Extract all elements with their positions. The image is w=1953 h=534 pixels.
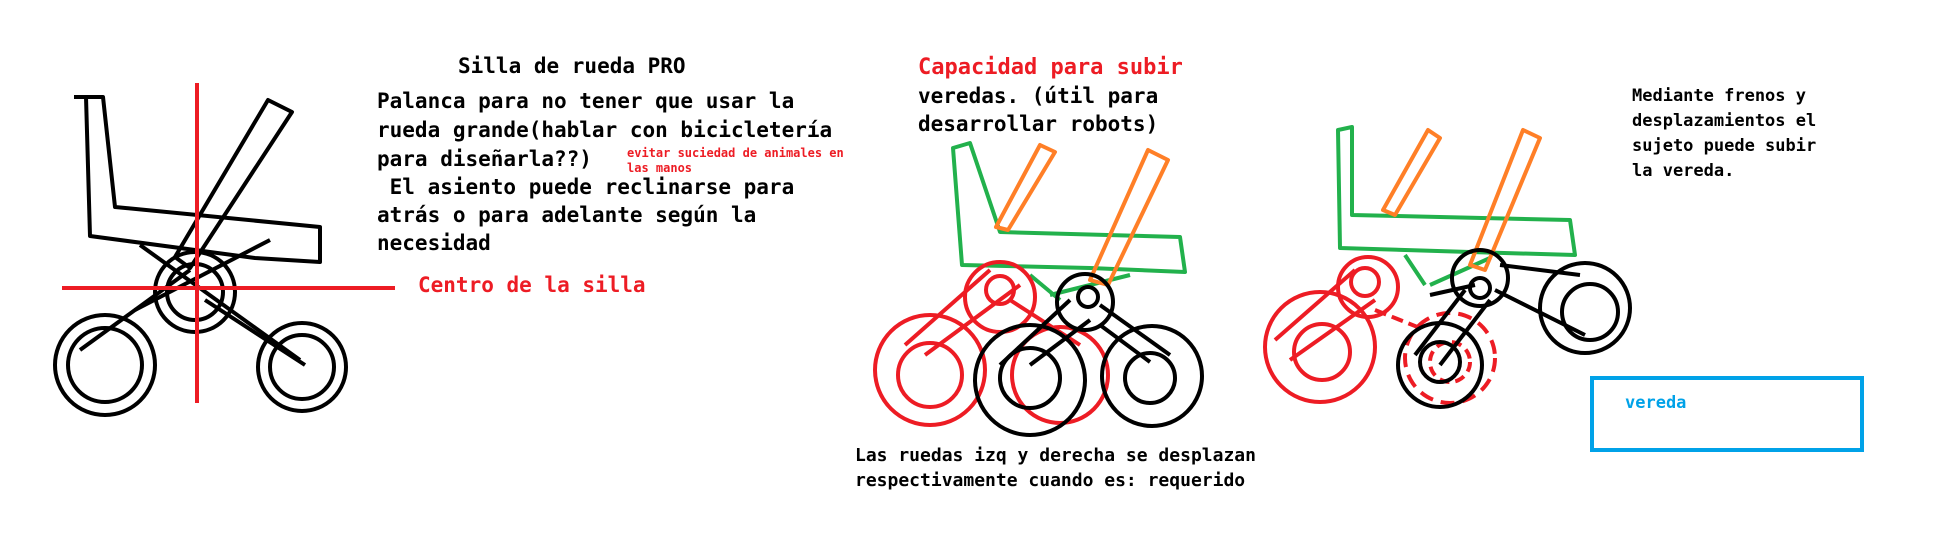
orange-handle-2 xyxy=(1468,128,1542,272)
wheels-note-line-1: Las ruedas izq y derecha se desplazan xyxy=(855,445,1256,466)
black-mid-wheel-outer xyxy=(973,323,1087,437)
red-strut xyxy=(1288,298,1377,362)
brakes-note-line-3: sujeto puede subir xyxy=(1632,136,1817,156)
red-mid-wheel-dashed xyxy=(1403,311,1497,405)
red-strut xyxy=(1273,268,1357,342)
small-note-line-2: las manos xyxy=(627,161,693,175)
chair-backrest-seat-outline xyxy=(74,95,322,264)
black-strut xyxy=(1494,288,1586,337)
red-front-wheel-outer xyxy=(873,313,987,427)
frame-strut xyxy=(203,298,307,367)
black-mid-wheel-inner xyxy=(1418,340,1462,384)
capacity-line-1: veredas. (útil para xyxy=(918,84,1159,108)
black-pivot-wheel xyxy=(1450,248,1510,308)
small-note-line-1: evitar suciedad de animales en xyxy=(627,146,844,160)
black-strut xyxy=(1499,263,1581,277)
black-strut xyxy=(1429,283,1476,297)
black-strut xyxy=(1098,303,1172,357)
black-strut xyxy=(1098,323,1152,364)
green-chair-frame xyxy=(951,141,1187,274)
red-front-wheel-inner xyxy=(896,341,964,409)
orange-handle-1 xyxy=(994,143,1057,232)
red-front-wheel-inner xyxy=(1292,322,1352,382)
brakes-note-line-4: la vereda. xyxy=(1632,161,1735,181)
orange-handle-2 xyxy=(1088,148,1170,287)
red-mid-wheel xyxy=(1010,325,1110,425)
lever-note-line-2: rueda grande(hablar con bicicletería xyxy=(377,118,833,142)
push-handle-outline xyxy=(173,98,294,270)
capacity-title: Capacidad para subir xyxy=(918,55,1183,80)
frame-strut xyxy=(78,268,192,352)
green-chair-frame xyxy=(1336,125,1577,257)
red-strut-dashed xyxy=(1374,308,1426,332)
black-rear-wheel-inner xyxy=(1123,351,1177,405)
red-wheel-set xyxy=(1263,255,1497,405)
black-pivot-hub xyxy=(1468,276,1492,300)
left-wheel-outer xyxy=(53,313,157,417)
black-rear-wheel-inner xyxy=(1560,282,1620,342)
capacity-line-2: desarrollar robots) xyxy=(918,112,1159,136)
center-label: Centro de la silla xyxy=(418,273,646,297)
green-chair-leg xyxy=(1429,256,1491,287)
diagram-title: Silla de rueda PRO xyxy=(458,54,686,78)
black-pivot-hub xyxy=(1076,285,1100,309)
left-wheel-inner xyxy=(66,326,144,404)
black-strut xyxy=(1413,288,1467,357)
black-strut xyxy=(998,298,1072,367)
green-chair-leg xyxy=(1049,273,1131,297)
lever-note-line-3: para diseñarla??) xyxy=(377,147,592,171)
center-crosshair xyxy=(62,83,395,403)
seat-note-line-2: atrás o para adelante según la xyxy=(377,203,757,227)
wheels-note-line-2: respectivamente cuando es: requerido xyxy=(855,470,1246,491)
orange-handle-1 xyxy=(1381,128,1442,217)
black-mid-wheel-inner xyxy=(998,346,1062,410)
seat-note-line-1: El asiento puede reclinarse para xyxy=(377,175,795,199)
red-pivot-wheel xyxy=(1336,255,1400,319)
black-pivot-wheel xyxy=(1055,272,1115,332)
black-wheel-set xyxy=(973,272,1204,437)
red-strut xyxy=(923,283,1022,357)
black-strut xyxy=(1028,318,1092,367)
right-wheel-outer xyxy=(256,321,348,413)
black-strut xyxy=(1438,298,1492,367)
lever-note-line-1: Palanca para no tener que usar la xyxy=(377,89,795,113)
right-wheel-inner xyxy=(268,333,336,401)
green-chair-leg xyxy=(1028,273,1062,302)
red-pivot-wheel xyxy=(963,260,1037,334)
red-pivot-hub xyxy=(1349,266,1381,298)
wheelchair-sketch-2 xyxy=(873,141,1204,437)
red-front-wheel-outer xyxy=(1263,290,1377,404)
brakes-note-line-2: desplazamientos el xyxy=(1632,111,1817,131)
brakes-note-line-1: Mediante frenos y xyxy=(1632,86,1806,106)
frame-strut xyxy=(134,238,271,312)
red-mid-hub-dashed xyxy=(1428,340,1472,384)
seat-note-line-3: necesidad xyxy=(377,231,491,255)
green-chair-leg xyxy=(1403,253,1427,287)
black-rear-wheel-outer xyxy=(1100,324,1204,428)
black-rear-wheel-outer xyxy=(1538,261,1632,355)
wheelchair-sketch-1 xyxy=(53,95,348,417)
curb-label: vereda xyxy=(1625,393,1687,413)
wheelchair-sketch-3 xyxy=(1263,125,1632,409)
curb-box xyxy=(1590,376,1864,452)
black-wheel-set xyxy=(1396,248,1632,409)
red-strut xyxy=(903,268,992,347)
